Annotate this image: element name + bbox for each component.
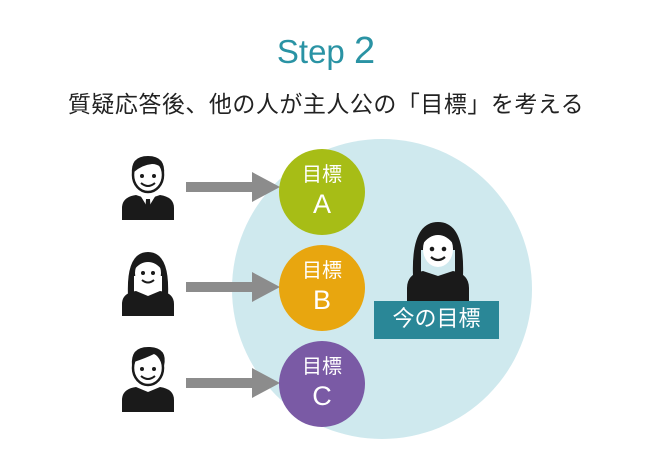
goal-letter: C — [312, 381, 332, 411]
goal-label: 目標 — [302, 162, 342, 186]
step-word: Step — [276, 33, 345, 70]
woman-icon — [122, 252, 174, 316]
step-number: 2 — [353, 30, 376, 72]
woman-protagonist-icon — [407, 222, 469, 302]
step-title: Step 2 — [0, 30, 652, 73]
current-goal-label: 今の目標 — [374, 301, 499, 339]
goal-label: 目標 — [302, 258, 342, 282]
arrow-right-icon — [186, 172, 280, 202]
subtitle: 質疑応答後、他の人が主人公の「目標」を考える — [67, 92, 585, 118]
man-tie-icon — [122, 156, 174, 220]
goal-label: 目標 — [302, 354, 342, 378]
arrow-right-icon — [186, 368, 280, 398]
goal-c-circle: 目標 C — [279, 341, 365, 427]
arrow-right-icon — [186, 272, 280, 302]
man-icon — [122, 346, 174, 412]
goal-letter: A — [312, 189, 331, 219]
goal-letter: B — [312, 285, 331, 315]
goal-a-circle: 目標 A — [279, 149, 365, 235]
goal-b-circle: 目標 B — [279, 245, 365, 331]
